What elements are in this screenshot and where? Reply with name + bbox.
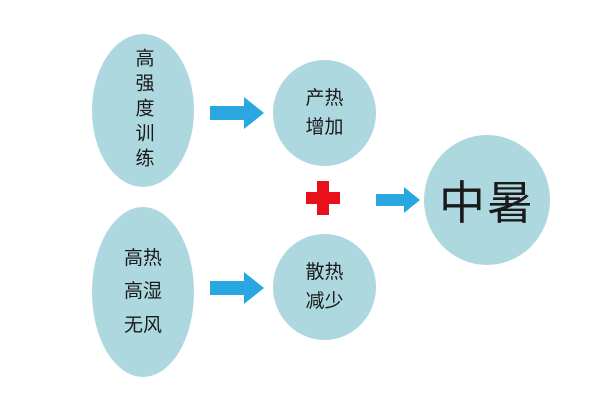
effect-label-heat-gain: 产热 增加	[305, 86, 344, 138]
result-label-heatstroke: 中暑	[439, 176, 535, 230]
result-node-heatstroke: 中暑	[424, 135, 550, 265]
cause-label-training: 高强度训练	[132, 48, 155, 173]
plus-icon	[306, 181, 340, 215]
right-arrow-icon	[210, 272, 264, 304]
right-arrow-icon	[210, 97, 264, 129]
right-arrow-icon	[376, 187, 420, 213]
cause-node-high-intensity-training: 高强度训练	[92, 34, 194, 187]
effect-node-heat-dissipation-decrease: 散热 减少	[273, 234, 376, 340]
cause-label-weather: 高热 高湿 无风	[123, 247, 162, 336]
effect-label-heat-loss: 散热 减少	[305, 260, 344, 312]
cause-node-hot-humid-windless: 高热 高湿 无风	[92, 207, 194, 377]
effect-node-heat-production-increase: 产热 增加	[273, 60, 376, 166]
